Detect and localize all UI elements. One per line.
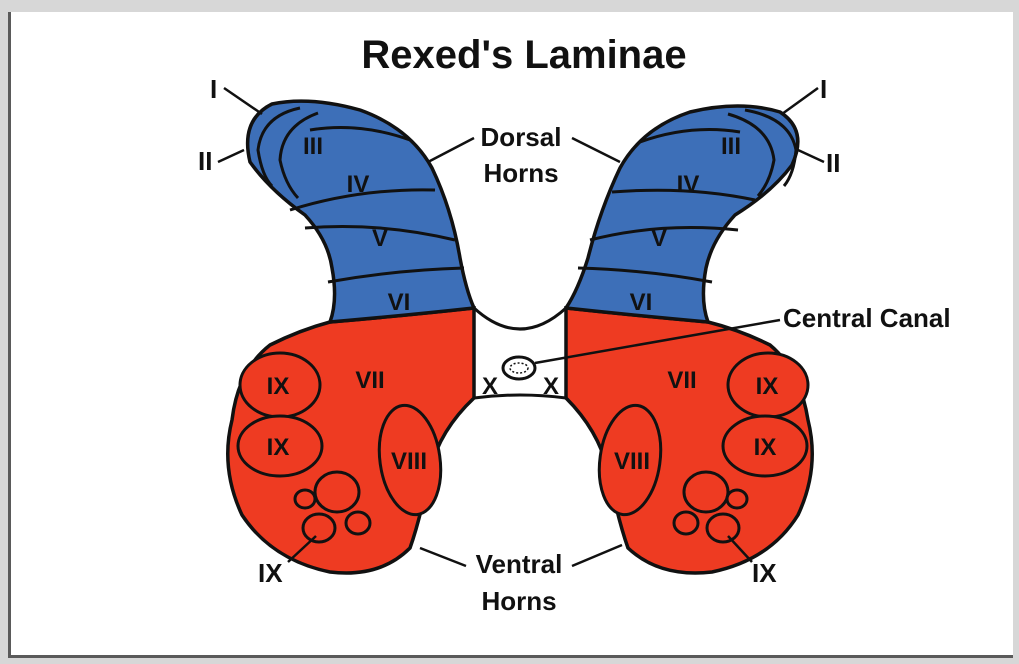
ventral-horns-label-line1: Ventral (476, 549, 563, 579)
diagram-title: Rexed's Laminae (361, 33, 686, 77)
right-lamina-v-label: V (651, 225, 667, 252)
left-lamina-i-label: I (210, 74, 217, 104)
right-lamina-ii-leader (798, 150, 824, 162)
ventral-leader-left (420, 548, 466, 566)
left-lamina-viii-label: VIII (391, 448, 427, 475)
dorsal-horns-label-line2: Horns (483, 158, 558, 188)
right-lamina-ix-nucleus-a (684, 472, 728, 512)
left-lamina-i-leader (224, 88, 262, 114)
left-lamina-ix-nucleus-c (346, 512, 370, 534)
left-dorsal-horn (248, 101, 474, 322)
right-dorsal-horn (566, 106, 798, 322)
dorsal-horns-label-line1: Dorsal (481, 122, 562, 152)
left-lamina-ii-leader (218, 150, 244, 162)
dorsal-leader-right (572, 138, 620, 162)
right-lamina-ix-nucleus-c (674, 512, 698, 534)
right-lamina-ix-label-middle: IX (754, 434, 777, 461)
left-lamina-ix-nucleus-a (315, 472, 359, 512)
right-lamina-ix-callout: IX (752, 558, 777, 588)
left-lamina-ii-label: II (198, 146, 212, 176)
left-lamina-v-label: V (372, 225, 388, 252)
right-lamina-iii-label: III (721, 133, 741, 160)
dorsal-leader-left (428, 138, 474, 162)
left-lamina-ix-nucleus-d (303, 514, 335, 542)
left-lamina-ix-nucleus-b (295, 490, 315, 508)
right-lamina-viii-label: VIII (614, 448, 650, 475)
right-lamina-vii-label: VII (667, 367, 696, 394)
right-lamina-vi-label: VI (630, 289, 653, 316)
left-lamina-vii-label: VII (355, 367, 384, 394)
right-lamina-ix-nucleus-d (707, 514, 739, 542)
right-lamina-x-label: X (543, 373, 559, 400)
ventral-leader-right (572, 545, 622, 566)
right-lamina-ii-label: II (826, 148, 840, 178)
ventral-horns-label-line2: Horns (481, 586, 556, 616)
central-canal (503, 357, 535, 379)
right-lamina-ix-nucleus-b (727, 490, 747, 508)
left-lamina-x-label: X (482, 373, 498, 400)
left-lamina-ix-label-middle: IX (267, 434, 290, 461)
right-lamina-ix-label-upper: IX (756, 373, 779, 400)
left-lamina-ix-label-upper: IX (267, 373, 290, 400)
right-lamina-iv-label: IV (677, 171, 700, 198)
left-lamina-iv-label: IV (347, 171, 370, 198)
right-lamina-i-leader (782, 88, 818, 114)
left-lamina-iii-label: III (303, 133, 323, 160)
left-lamina-vi-label: VI (388, 289, 411, 316)
left-lamina-ix-callout: IX (258, 558, 283, 588)
gray-commissure-top (474, 308, 566, 329)
central-canal-label: Central Canal (783, 303, 951, 333)
right-lamina-i-label: I (820, 74, 827, 104)
